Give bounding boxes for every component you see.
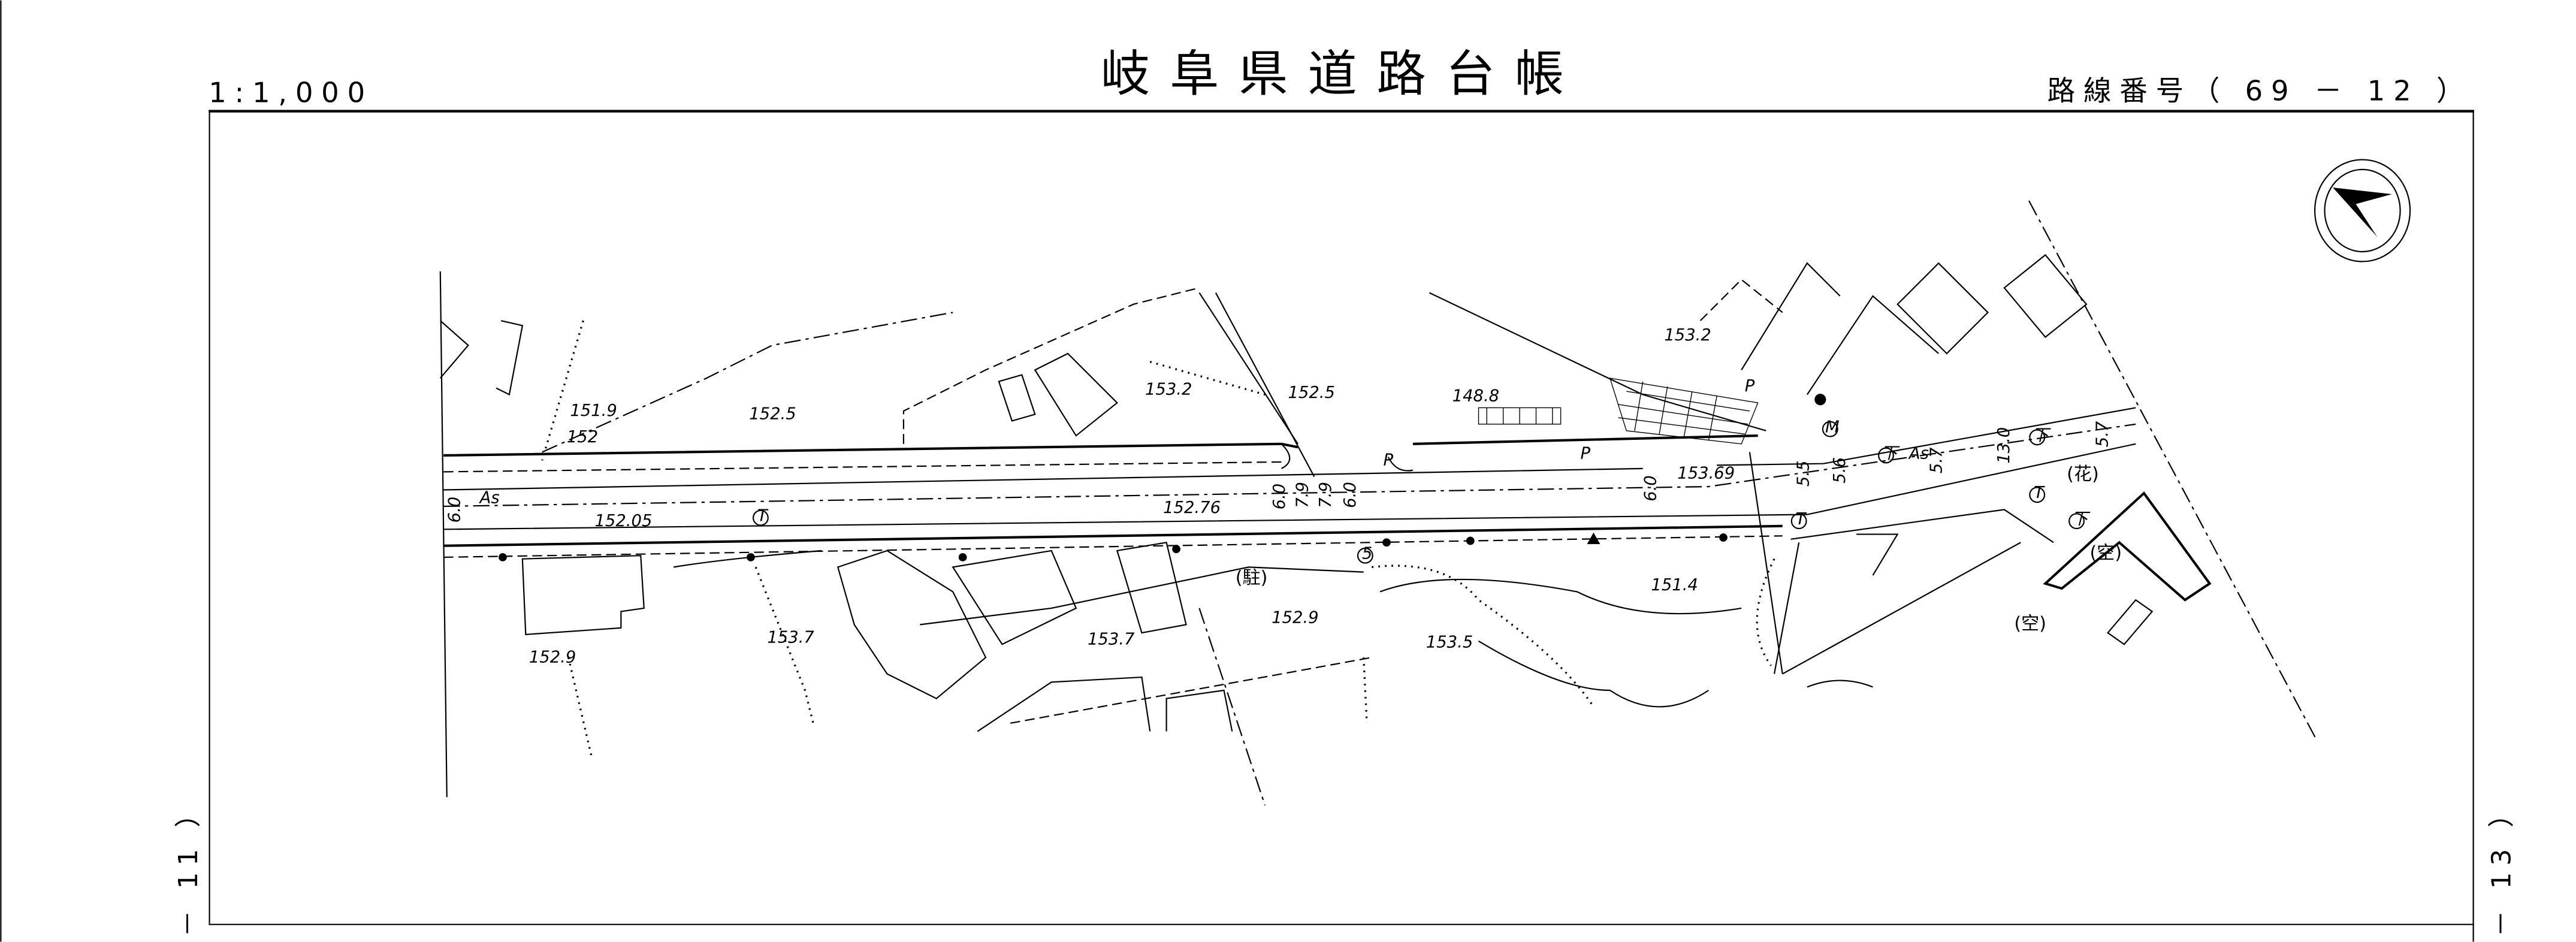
parking-mark: P xyxy=(1581,444,1591,463)
symbol-label: 下 xyxy=(1881,444,1900,463)
elevation-label: 152.9 xyxy=(529,648,576,666)
north-arrow-icon xyxy=(2314,159,2411,262)
width-label: 5.5 xyxy=(1795,460,1813,487)
surface-label: As xyxy=(1908,444,1929,463)
elevation-label: 152 xyxy=(567,428,598,446)
width-label: 5.6 xyxy=(1831,457,1849,484)
symbol-label: M xyxy=(1825,418,1840,437)
symbol-label: 下 xyxy=(2032,426,2051,445)
parking-mark: P xyxy=(1745,377,1755,395)
adjacent-sheet-left: － 11 ） xyxy=(173,795,204,937)
elevation-label: 152.5 xyxy=(749,405,796,424)
parking-mark: P xyxy=(1384,451,1394,469)
elevation-label: 153.5 xyxy=(1426,633,1473,652)
land-use-flower: (花) xyxy=(2067,464,2099,485)
elevation-label: 151.9 xyxy=(570,401,617,420)
elevation-label: 152.5 xyxy=(1288,384,1335,402)
width-label: 5.7 xyxy=(2094,421,2112,447)
surface-label: As xyxy=(479,488,500,507)
width-label: 5.7 xyxy=(1928,447,1946,473)
elevation-label: 153.7 xyxy=(1088,630,1135,648)
elevation-label: 148.8 xyxy=(1452,387,1499,405)
elevation-label: 152.9 xyxy=(1272,609,1318,627)
road-map-drawing xyxy=(439,200,2317,806)
width-label: 7.9 xyxy=(1293,482,1312,508)
route-number-label: 路線番号（ 69 － 12 ） xyxy=(2047,75,2473,107)
elevation-label: 153.7 xyxy=(767,629,814,647)
elevation-label: 153.2 xyxy=(1664,326,1711,345)
width-label: 6.0 xyxy=(1341,482,1360,508)
land-use-parking: (駐) xyxy=(1236,567,1268,588)
elevation-label: 153.69 xyxy=(1677,464,1735,482)
width-label: 6.0 xyxy=(446,497,464,523)
width-label: 13.0 xyxy=(1995,427,2013,464)
width-label: 6.0 xyxy=(1642,475,1660,502)
scale-label: 1:1,000 xyxy=(209,76,373,108)
adjacent-sheet-right: － 13 ） xyxy=(2486,795,2517,937)
page-title: 岐阜県道路台帳 xyxy=(1101,46,1584,102)
utility-symbol-icon xyxy=(752,421,2085,564)
land-use-vacant: (空) xyxy=(2014,614,2046,635)
land-use-vacant: (空) xyxy=(2089,543,2122,564)
elevation-label: 152.76 xyxy=(1163,499,1221,517)
symbol-label: T xyxy=(757,507,769,526)
elevation-label: 152.05 xyxy=(594,512,652,530)
elevation-label: 153.2 xyxy=(1145,381,1192,399)
symbol-label: T xyxy=(1796,510,1807,529)
width-label: 7.9 xyxy=(1316,482,1335,508)
symbol-label: 下 xyxy=(2071,510,2091,529)
elevation-label: 151.4 xyxy=(1651,576,1698,594)
map-labels: As As 151.9 152 152.5 153.2 152.5 148.8 … xyxy=(446,326,2122,666)
symbol-label: 5 xyxy=(1362,545,1372,563)
symbol-label: T xyxy=(2034,484,2045,502)
width-label: 6.0 xyxy=(1270,484,1289,510)
